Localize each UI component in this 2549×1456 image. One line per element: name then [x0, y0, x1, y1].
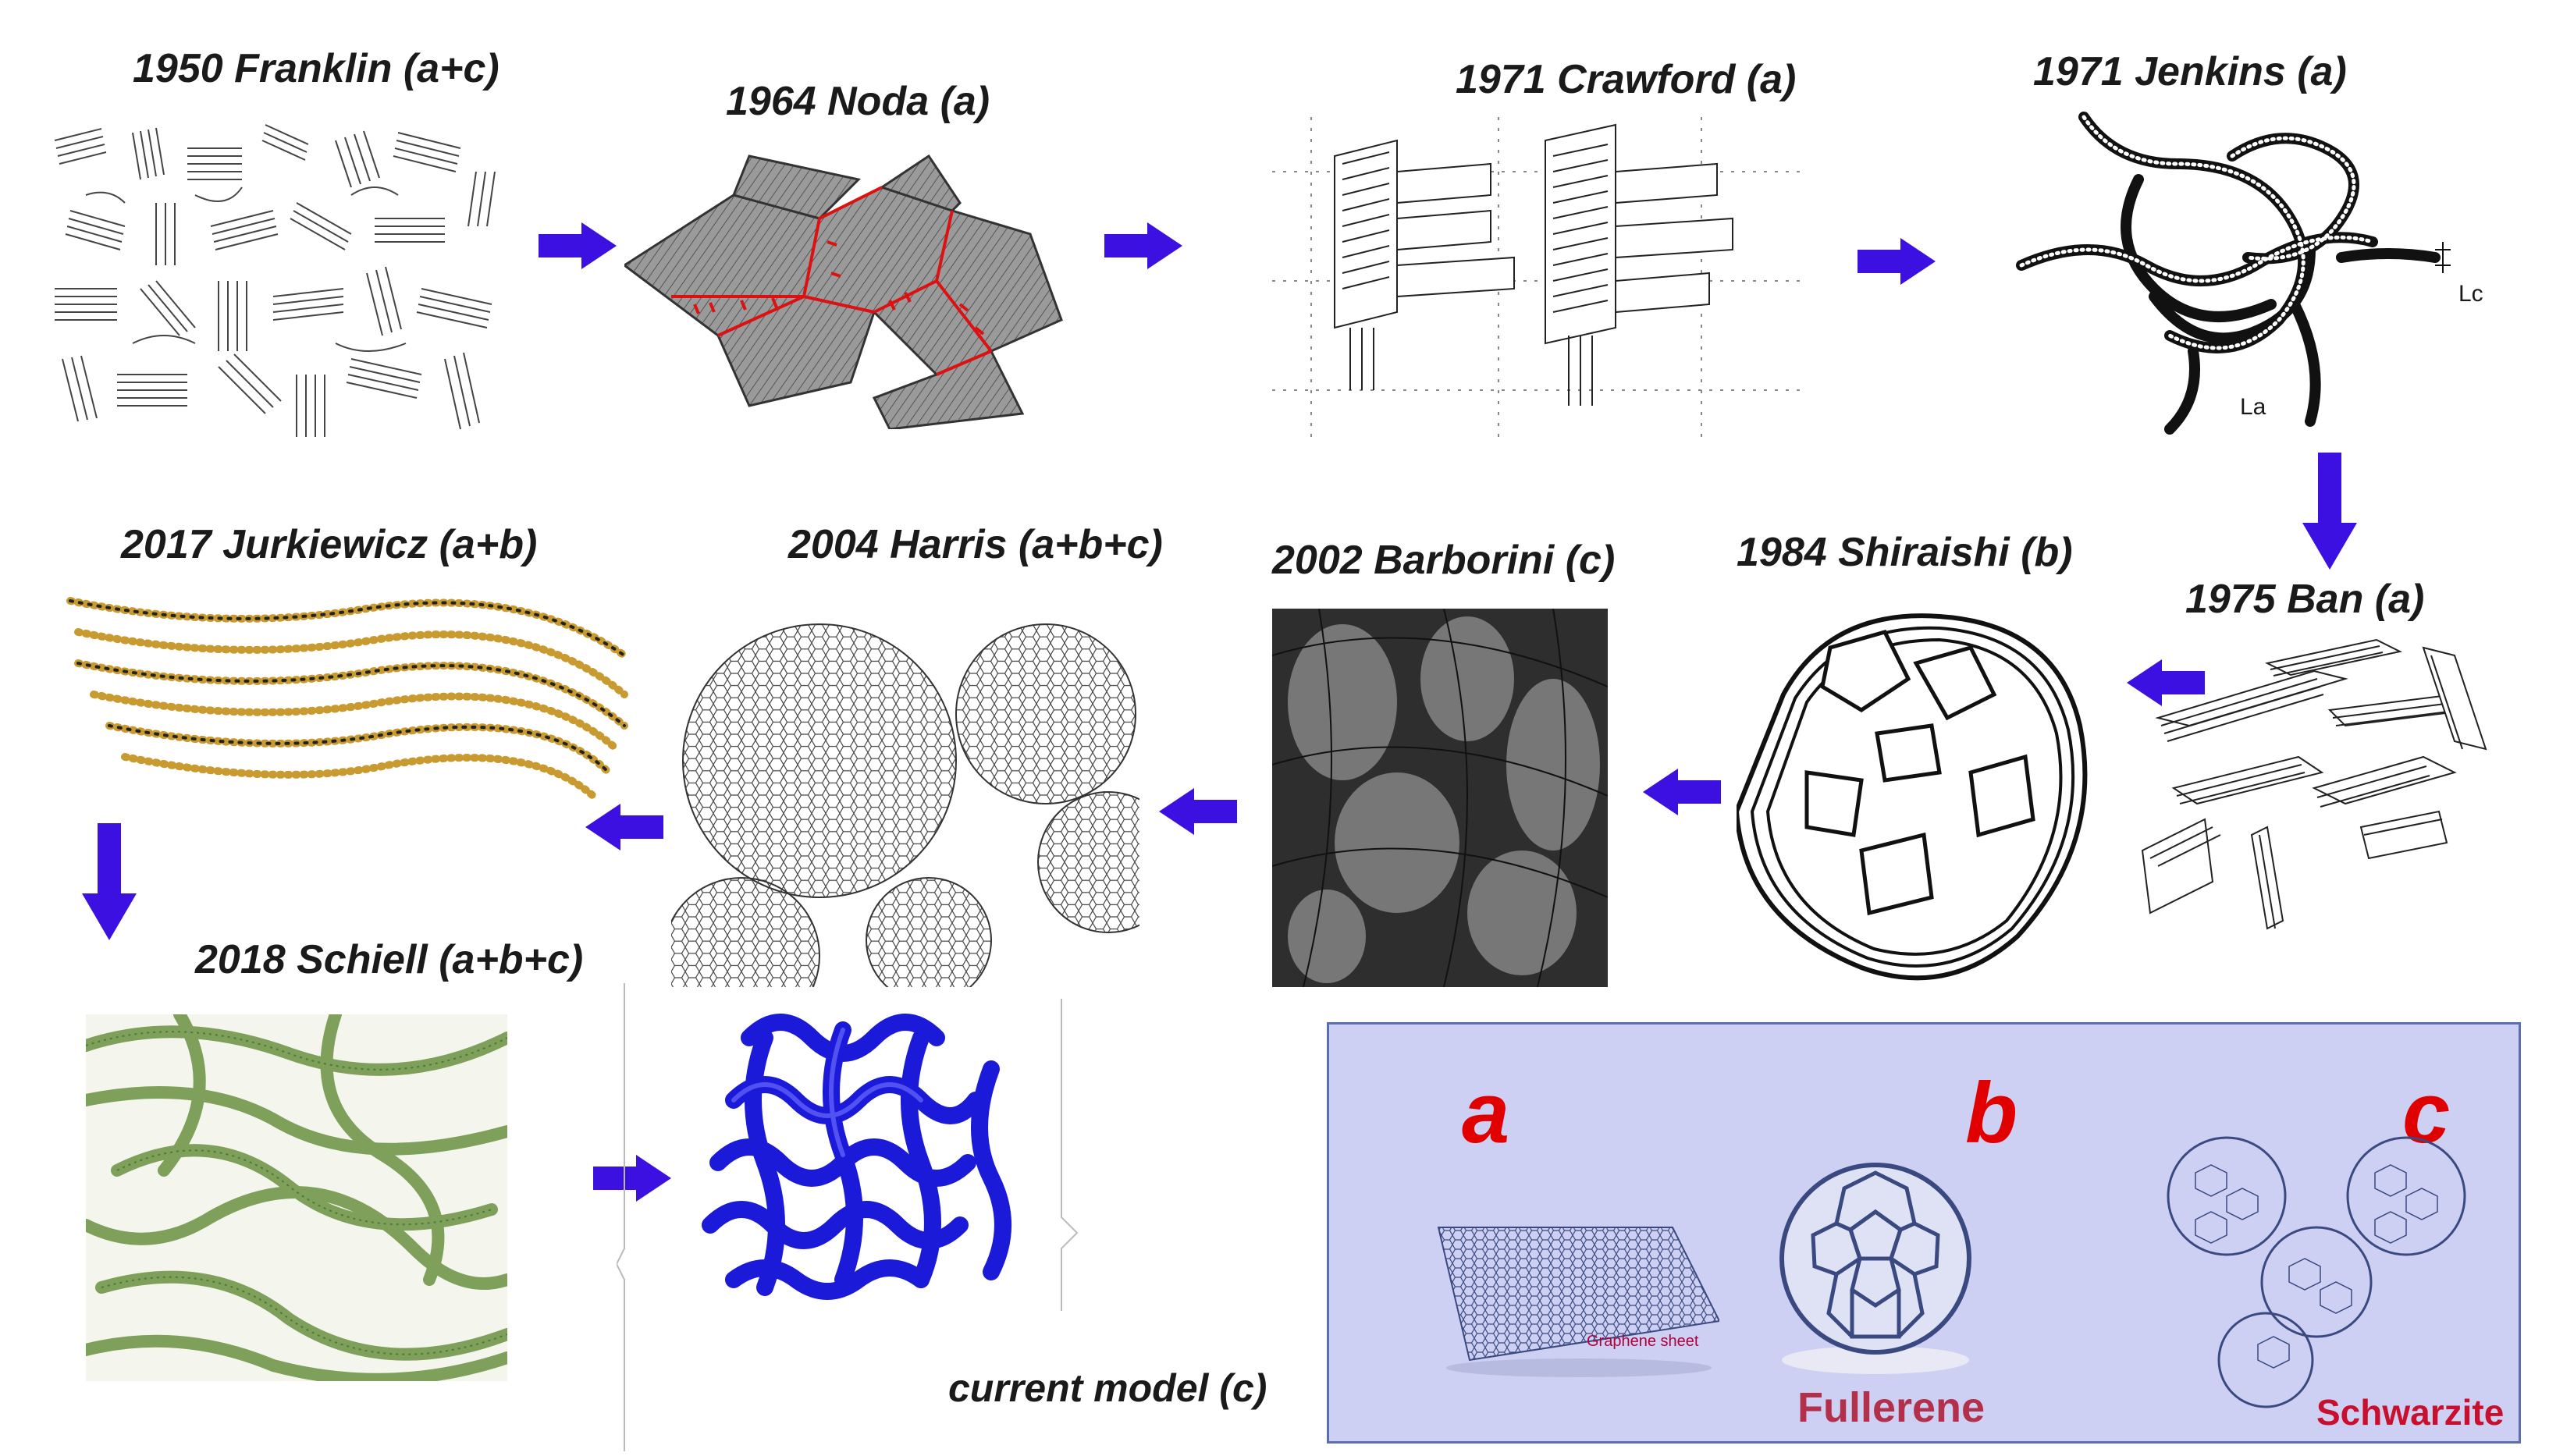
caption-noda: 1964 Noda (a) — [726, 79, 990, 124]
caption-jenkins: 1971 Jenkins (a) — [2033, 49, 2347, 94]
arrow-down-icon — [2302, 453, 2357, 570]
caption-franklin: 1950 Franklin (a+c) — [133, 46, 499, 91]
schwarzite-label: Schwarzite — [2316, 1392, 2505, 1433]
crawford-model-image — [1264, 109, 1811, 445]
legend-letter-b: b — [1965, 1065, 2018, 1161]
noda-model-image — [624, 148, 1093, 429]
ban-model-image — [2127, 632, 2501, 960]
caption-ban: 1975 Ban (a) — [2185, 577, 2425, 622]
current-model-image — [687, 1007, 1046, 1319]
barborini-model-image — [1272, 609, 1608, 987]
schwarzite-image — [2149, 1126, 2492, 1422]
caption-schiell: 2018 Schiell (a+b+c) — [195, 937, 584, 982]
legend-letter-c: c — [2402, 1065, 2451, 1161]
arrow-right-icon — [593, 1155, 671, 1202]
graphene-sheet-image — [1376, 1212, 1719, 1383]
arrow-left-icon — [1643, 769, 1721, 815]
franklin-model-image — [39, 109, 515, 445]
graphene-label: Graphene sheet — [1587, 1333, 1699, 1350]
fullerene-image — [1766, 1149, 1985, 1383]
fullerene-label: Fullerene — [1797, 1384, 1986, 1431]
jenkins-la-label: La — [2240, 394, 2266, 420]
schiell-model-image — [86, 1014, 507, 1381]
legend-letter-a: a — [1462, 1065, 1510, 1161]
arrow-down-icon — [82, 823, 137, 940]
caption-shiraishi: 1984 Shiraishi (b) — [1737, 530, 2073, 575]
harris-model-image — [671, 613, 1139, 987]
jenkins-model-image — [1998, 109, 2497, 437]
arrow-left-icon — [2127, 659, 2205, 706]
caption-harris: 2004 Harris (a+b+c) — [788, 522, 1163, 567]
arrow-right-icon — [539, 222, 617, 269]
arrow-right-icon — [1858, 238, 1936, 285]
shiraishi-model-image — [1737, 601, 2096, 991]
caption-current-model: current model (c) — [948, 1366, 1267, 1410]
caption-crawford: 1971 Crawford (a) — [1456, 57, 1797, 102]
arrow-left-icon — [585, 804, 663, 851]
jurkiewicz-model-image — [62, 570, 632, 804]
jenkins-lc-label: Lc — [2458, 281, 2483, 307]
structure-legend-box: a b c Graphene sheet — [1327, 1022, 2521, 1444]
arrow-right-icon — [1104, 222, 1182, 269]
caption-barborini: 2002 Barborini (c) — [1272, 538, 1616, 583]
arrow-left-icon — [1159, 788, 1237, 835]
caption-jurkiewicz: 2017 Jurkiewicz (a+b) — [121, 522, 538, 567]
current-model-frame — [617, 983, 1085, 1451]
